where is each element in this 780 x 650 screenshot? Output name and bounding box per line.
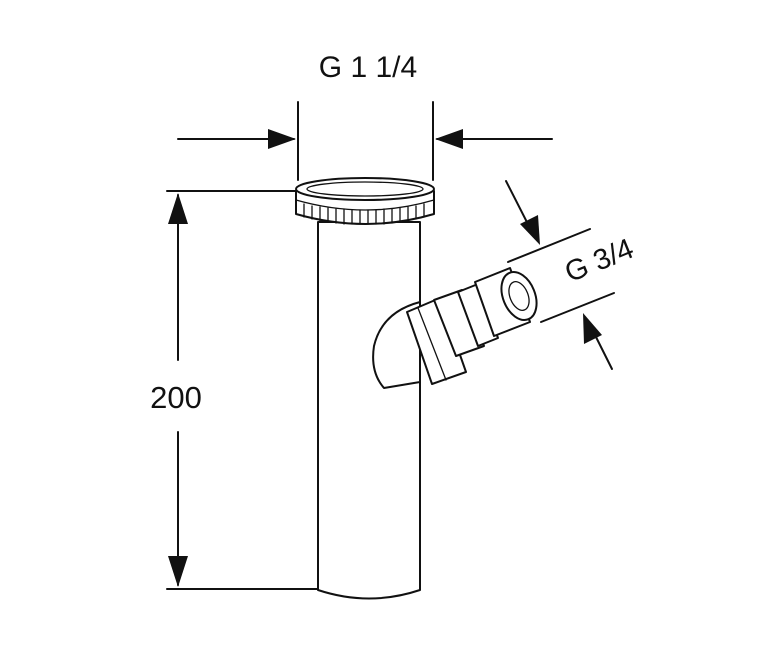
extension-line-outlet-upper — [507, 228, 591, 263]
extension-line-outlet-lower — [540, 292, 615, 323]
top-nut-edge — [295, 199, 435, 211]
arrowhead-right — [435, 129, 463, 149]
height-dimension: 200 — [150, 190, 321, 590]
arrowhead-bottom — [168, 556, 188, 587]
height-label: 200 — [150, 380, 202, 415]
top-nut-rim — [295, 177, 435, 201]
hose-tail-ring-2 — [457, 283, 499, 347]
main-pipe — [295, 177, 435, 600]
arrowhead-top — [168, 193, 188, 224]
arrowhead-left — [268, 129, 296, 149]
outlet-arrowhead-upper — [520, 215, 540, 245]
side-outlet-label: G 3/4 — [560, 233, 638, 289]
top-nut-knurling — [303, 203, 425, 225]
outlet-elbow — [372, 301, 421, 389]
top-width-label: G 1 1/4 — [319, 51, 417, 84]
outlet-nut-edge — [417, 307, 447, 381]
pipe-body — [317, 221, 421, 600]
side-outlet-dimension: G 3/4 — [505, 180, 638, 370]
hose-tail-ring-1 — [433, 289, 485, 357]
top-nut-inner — [306, 181, 424, 197]
top-width-dimension: G 1 1/4 — [177, 51, 553, 181]
side-outlet — [372, 267, 538, 389]
outlet-arrowhead-lower — [583, 313, 602, 344]
hose-tail-bore — [508, 281, 530, 311]
outlet-nut — [406, 297, 467, 385]
